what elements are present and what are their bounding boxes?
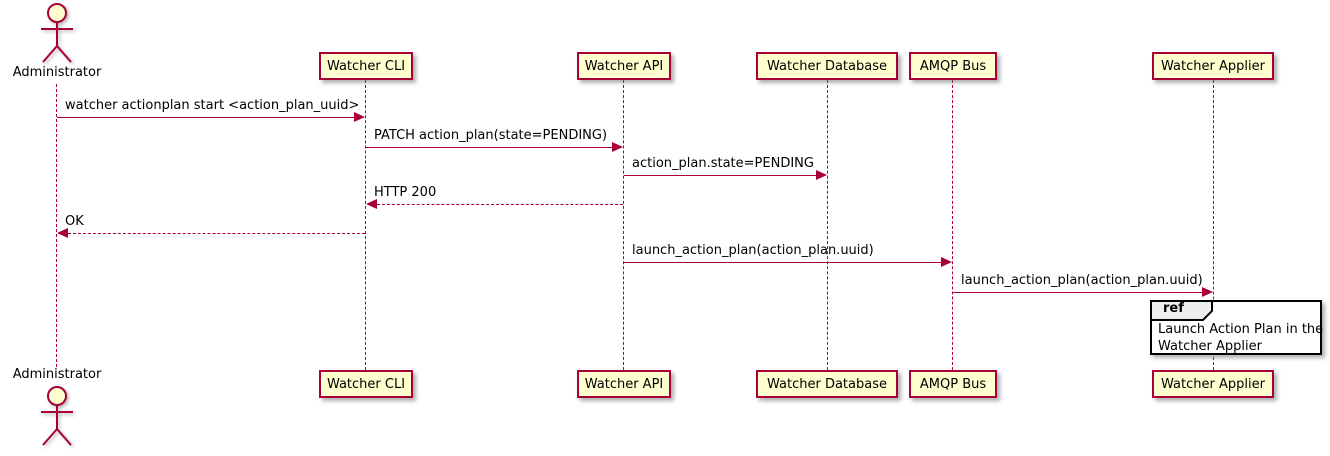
lifeline-watcher-applier — [1213, 80, 1214, 370]
participant-amqp-bus-top: AMQP Bus — [909, 52, 997, 80]
message-3-label: action_plan.state=PENDING — [632, 156, 814, 171]
message-3-line — [624, 175, 817, 176]
message-1-line — [57, 117, 355, 118]
message-2-arrowhead-icon — [612, 142, 623, 152]
message-5-arrowhead-icon — [57, 228, 68, 238]
message-4-label: HTTP 200 — [374, 185, 437, 200]
message-7-line — [953, 292, 1203, 293]
actor-label-top: Administrator — [12, 65, 102, 80]
message-1-label: watcher actionplan start <action_plan_uu… — [65, 98, 360, 113]
message-6-line — [624, 262, 942, 263]
actor-icon-bottom — [41, 386, 73, 446]
ref-text: Launch Action Plan in the Watcher Applie… — [1158, 321, 1323, 355]
message-4-line — [377, 204, 623, 205]
message-1-arrowhead-icon — [354, 112, 365, 122]
message-4-arrowhead-icon — [366, 199, 377, 209]
participant-watcher-applier-top: Watcher Applier — [1152, 52, 1274, 80]
message-6-arrowhead-icon — [941, 257, 952, 267]
message-3-arrowhead-icon — [816, 170, 827, 180]
lifeline-watcher-database — [827, 80, 828, 370]
message-5-line — [68, 233, 365, 234]
participant-watcher-applier-bottom: Watcher Applier — [1152, 370, 1274, 398]
participant-watcher-cli-top: Watcher CLI — [319, 52, 413, 80]
message-7-arrowhead-icon — [1202, 287, 1213, 297]
actor-icon — [41, 3, 73, 63]
participant-amqp-bus-bottom: AMQP Bus — [909, 370, 997, 398]
message-7-label: launch_action_plan(action_plan.uuid) — [961, 273, 1203, 288]
message-2-line — [366, 147, 613, 148]
actor-label-bottom: Administrator — [12, 367, 102, 382]
participant-watcher-cli-bottom: Watcher CLI — [319, 370, 413, 398]
lifeline-amqp-bus — [952, 80, 953, 370]
participant-watcher-api-top: Watcher API — [577, 52, 671, 80]
participant-watcher-api-bottom: Watcher API — [577, 370, 671, 398]
participant-watcher-database-top: Watcher Database — [756, 52, 898, 80]
message-2-label: PATCH action_plan(state=PENDING) — [374, 128, 608, 143]
participant-watcher-database-bottom: Watcher Database — [756, 370, 898, 398]
message-6-label: launch_action_plan(action_plan.uuid) — [632, 243, 874, 258]
ref-tab-shape-icon — [1150, 300, 1213, 321]
ref-keyword: ref — [1163, 301, 1184, 316]
message-5-label: OK — [65, 214, 84, 229]
ref-fragment: ref Launch Action Plan in the Watcher Ap… — [1150, 300, 1323, 355]
lifeline-watcher-cli — [365, 80, 366, 370]
ref-tab: ref — [1150, 300, 1214, 321]
ref-text-line-2: Watcher Applier — [1158, 339, 1262, 354]
ref-text-line-1: Launch Action Plan in the — [1158, 322, 1324, 337]
lifeline-watcher-api — [623, 80, 624, 370]
lifeline-administrator — [56, 84, 57, 367]
